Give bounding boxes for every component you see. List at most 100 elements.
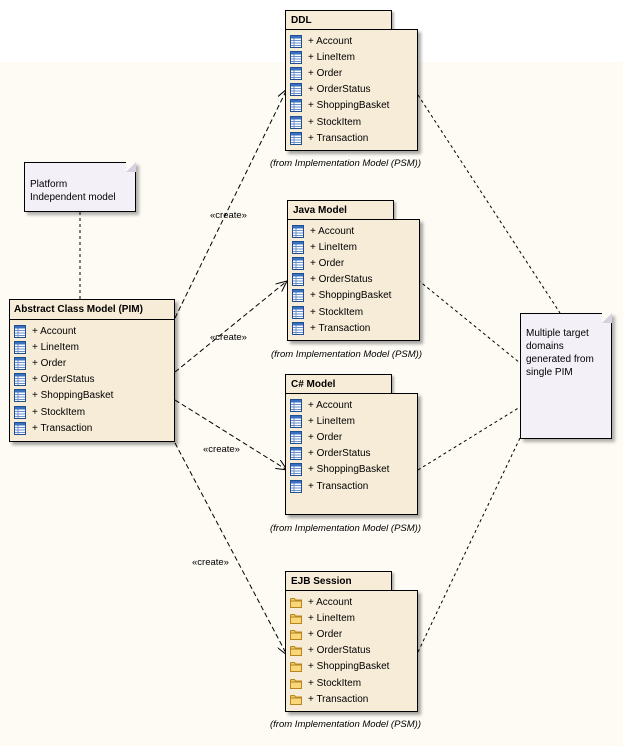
table-icon [290,479,302,493]
create-dependency-ejb[interactable] [174,442,287,655]
item-label: + Order [32,358,67,370]
pim-class-model[interactable]: Abstract Class Model (PIM) + Account + Li… [9,299,175,442]
stereotype-label: «create» [203,444,240,455]
item-label: + Account [32,326,77,337]
item-label: + OrderStatus [310,274,373,286]
item-label: + Account [308,36,353,47]
create-dependency-csharp[interactable] [174,399,287,470]
item-label: + LineItem [308,416,355,428]
package-body: + Account + LineItem + Order + OrderStatus +… [285,29,418,151]
folder-icon [290,644,302,657]
item-label: + StockItem [308,116,362,128]
table-icon [290,463,302,477]
create-dependency-ddl[interactable] [174,89,287,319]
table-icon [290,67,302,81]
table-icon [292,289,304,303]
item-label: + Account [308,597,353,608]
package-origin-label: (from Implementation Model (PSM)) [270,719,421,730]
item-label: + ShoppingBasket [308,661,390,673]
item-label: + Transaction [310,322,371,334]
item-label: + Transaction [308,693,369,705]
item-label: + StockItem [308,677,362,689]
item-label: + Account [310,226,355,237]
note-link-java [417,279,521,364]
item-label: + OrderStatus [32,374,95,386]
package-tab: Java Model [287,200,394,219]
table-icon [14,389,26,403]
item-label: + Order [308,629,343,641]
table-icon [290,115,302,129]
note-link-ddl [417,94,561,314]
item-label: + LineItem [310,242,357,254]
table-icon [14,325,26,338]
item-label: + OrderStatus [308,448,371,460]
folder-icon [290,693,302,706]
item-label: + OrderStatus [308,84,371,96]
table-icon [292,273,304,287]
table-icon [290,99,302,113]
table-icon [14,405,26,419]
folder-icon [290,677,302,690]
item-label: + ShoppingBasket [310,290,392,302]
note-text: Multiple target domains generated from s… [526,328,594,378]
item-label: + LineItem [308,613,355,625]
item-label: + Transaction [308,480,369,492]
item-label: + Order [310,258,345,270]
item-label: + ShoppingBasket [308,100,390,112]
note-platform-independent[interactable]: Platform Independent model [24,162,136,212]
table-icon [14,373,26,387]
item-label: + LineItem [308,52,355,64]
note-fold [126,162,136,172]
table-icon [292,321,304,335]
table-icon [290,431,302,445]
package-tab: EJB Session [285,571,392,590]
item-label: + LineItem [32,342,79,354]
package-origin-label: (from Implementation Model (PSM)) [270,523,421,534]
note-link-csharp [417,406,521,471]
note-text: Platform Independent model [30,179,116,203]
package-origin-label: (from Implementation Model (PSM)) [270,158,421,169]
pim-title: Abstract Class Model (PIM) [10,300,174,320]
folder-icon [290,612,302,625]
package-origin-label: (from Implementation Model (PSM)) [271,349,422,360]
table-icon [290,83,302,97]
package-tab: C# Model [285,374,392,393]
item-label: + Account [308,400,353,411]
item-label: + Transaction [32,422,93,434]
table-icon [290,447,302,461]
table-icon [290,35,302,48]
item-label: + StockItem [32,406,86,418]
item-label: + StockItem [310,306,364,318]
table-icon [292,257,304,271]
table-icon [14,357,26,371]
stereotype-label: «create» [210,332,247,343]
table-icon [292,241,304,255]
folder-icon [290,660,302,673]
table-icon [292,305,304,319]
item-label: + Transaction [308,132,369,144]
table-icon [290,131,302,145]
stereotype-label: «create» [192,557,229,568]
table-icon [290,51,302,65]
item-label: + Order [308,432,343,444]
package-tab: DDL [285,10,392,29]
note-multiple-targets[interactable]: Multiple target domains generated from s… [520,313,612,439]
item-label: + ShoppingBasket [32,390,114,402]
package-body: + Account + LineItem + Order + OrderStatus +… [285,393,418,515]
table-icon [14,341,26,355]
package-body: + Account + LineItem + Order + OrderStatus +… [285,590,418,712]
create-dependency-java[interactable] [174,281,287,373]
item-label: + OrderStatus [308,645,371,657]
package-body: + Account + LineItem + Order + OrderStatus +… [287,219,420,341]
folder-icon [290,596,302,609]
table-icon [290,415,302,429]
note-fold [602,313,612,323]
folder-icon [290,628,302,641]
table-icon [292,225,304,238]
stereotype-label: «create» [210,210,247,221]
note-link-ejb [417,437,521,653]
table-icon [14,421,26,435]
item-label: + Order [308,68,343,80]
item-label: + ShoppingBasket [308,464,390,476]
